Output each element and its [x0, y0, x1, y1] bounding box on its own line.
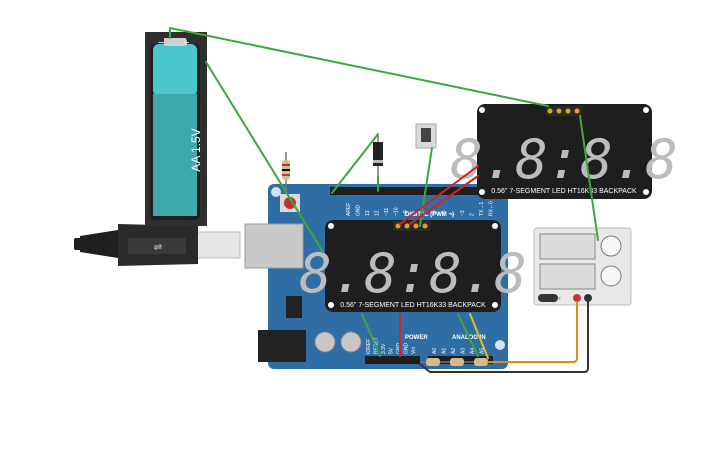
pushbutton[interactable]: [415, 123, 437, 149]
battery-plus: +: [183, 37, 189, 49]
wire-green[interactable]: [361, 313, 381, 357]
power-label: POWER: [405, 335, 428, 341]
battery-holder[interactable]: − + AA 1.5V: [145, 32, 207, 226]
pin-label: 12: [375, 210, 381, 216]
display-top[interactable]: 8.8:8.8 0.56" 7-SEGMENT LED HT16K33 BACK…: [450, 104, 678, 199]
pin-label: A5: [480, 348, 486, 354]
dc-jack: [258, 330, 306, 362]
pin-label: GND: [356, 205, 362, 217]
pin-label: ~3: [460, 210, 466, 216]
display-top-label: 0.56" 7-SEGMENT LED HT16K33 BACKPACK: [491, 188, 637, 195]
diode[interactable]: [373, 134, 383, 176]
wire-black[interactable]: [419, 301, 589, 373]
pin-label: IOREF: [366, 339, 372, 354]
capacitor: [314, 331, 336, 353]
pin-label: 2: [470, 213, 476, 216]
negative-terminal[interactable]: [584, 294, 592, 302]
current-knob[interactable]: [600, 265, 622, 287]
display-main[interactable]: 8.8:8.8 0.56" 7-SEGMENT LED HT16K33 BACK…: [299, 220, 527, 312]
display-main-label: 0.56" 7-SEGMENT LED HT16K33 BACKPACK: [340, 302, 486, 309]
pin-label: A4: [470, 348, 476, 354]
pin-label: A2: [451, 348, 457, 354]
pin-label: ~11: [384, 208, 390, 216]
pin-label: A3: [461, 348, 467, 354]
capacitor: [340, 331, 362, 353]
display-main-digits: 8.8:8.8: [299, 242, 527, 305]
pin-label: TX→1: [479, 202, 485, 216]
voltage-readout: [539, 233, 596, 260]
wire-green[interactable]: [579, 115, 599, 241]
battery-label: AA 1.5V: [189, 128, 203, 171]
pin-label: A1: [442, 348, 448, 354]
pin-label: RX←0: [489, 201, 495, 216]
resistor-top[interactable]: [282, 152, 290, 190]
wire-green[interactable]: [205, 61, 324, 253]
wire-green[interactable]: [457, 313, 479, 357]
wire-green[interactable]: [169, 27, 549, 107]
wire-red[interactable]: [409, 175, 479, 225]
pin-label: ~9: [403, 210, 409, 216]
resistor-row[interactable]: [420, 358, 500, 366]
pin-label: 8: [413, 213, 419, 216]
pin-label: 13: [365, 210, 371, 216]
pin-label: 4: [451, 213, 457, 216]
wire-green[interactable]: [331, 133, 379, 194]
current-readout: [539, 263, 596, 290]
regulator: [286, 296, 302, 318]
usb-cable[interactable]: ⇌: [74, 224, 241, 266]
pin-label: 3.3V: [381, 343, 387, 354]
wire-orange[interactable]: [487, 301, 578, 363]
wire-yellow[interactable]: [469, 313, 489, 359]
pin-label: GND: [404, 343, 410, 355]
digital-header: [330, 187, 485, 195]
usb-icon: ⇌: [154, 242, 162, 253]
wires: [169, 27, 599, 373]
pin-label: A0: [432, 348, 438, 354]
power-header: [365, 356, 420, 364]
power-switch-label: OFF: [553, 296, 562, 301]
wire-red[interactable]: [399, 165, 479, 225]
usb-port: [244, 223, 304, 269]
pin-label: ~6: [432, 210, 438, 216]
battery-minus: −: [158, 37, 164, 49]
display-top-digits: 8.8:8.8: [450, 128, 678, 191]
pin-label: ~10: [394, 207, 400, 216]
positive-terminal[interactable]: [573, 294, 581, 302]
pin-label: ~5: [441, 210, 447, 216]
pin-label: AREF: [346, 203, 352, 216]
power-supply[interactable]: OFF: [533, 227, 632, 306]
wire-green[interactable]: [419, 147, 433, 227]
pin-label: Vin: [411, 347, 417, 354]
power-switch[interactable]: [538, 294, 558, 302]
pin-label: 5V: [389, 347, 395, 354]
digital-label: DIGITAL (PWM ~): [405, 212, 454, 218]
voltage-knob[interactable]: [600, 235, 622, 257]
